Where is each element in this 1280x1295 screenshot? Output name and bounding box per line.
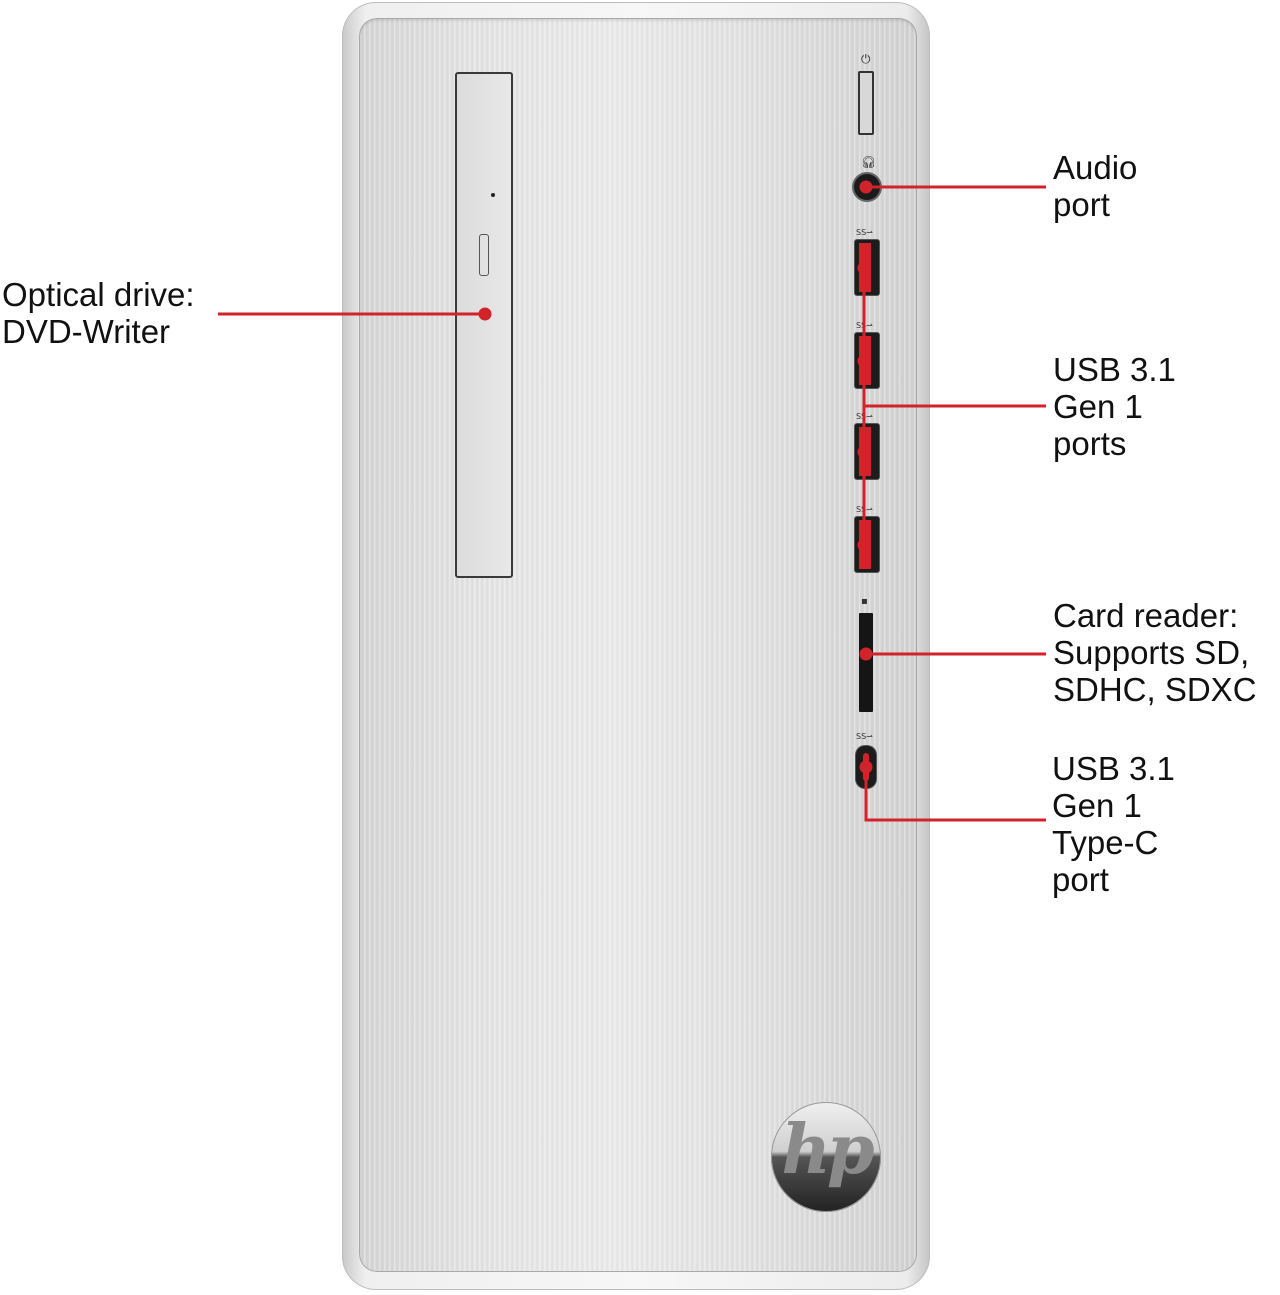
optical-drive-bay bbox=[455, 72, 513, 578]
superspeed-usb-icon: SS⇀ bbox=[856, 732, 873, 741]
usb-leader-dot-4 bbox=[857, 538, 871, 552]
usb-c-leader-dot bbox=[859, 760, 873, 774]
usb-ports-label: USB 3.1 Gen 1 ports bbox=[1053, 351, 1176, 462]
sd-card-slot bbox=[859, 613, 873, 712]
sd-card-icon: ▪ bbox=[861, 596, 868, 607]
headphone-icon: 🎧︎ bbox=[861, 155, 877, 169]
front-panel bbox=[359, 18, 917, 1272]
usb-leader-dot-2 bbox=[857, 354, 871, 368]
superspeed-usb-icon: SS⇀ bbox=[856, 228, 873, 237]
card-reader-leader-dot bbox=[859, 647, 873, 661]
drive-activity-led bbox=[491, 193, 495, 197]
hp-logo: hp bbox=[771, 1102, 881, 1212]
usb-c-port-label: USB 3.1 Gen 1 Type-C port bbox=[1052, 750, 1175, 898]
hp-logo-text: hp bbox=[781, 1110, 875, 1190]
audio-port-label: Audio port bbox=[1053, 149, 1138, 223]
usb-leader-dot-3 bbox=[857, 445, 871, 459]
eject-button bbox=[479, 234, 489, 276]
usb-leader-dot-1 bbox=[857, 261, 871, 275]
audio-leader-dot bbox=[859, 180, 873, 194]
card-reader-label: Card reader: Supports SD, SDHC, SDXC bbox=[1053, 597, 1257, 708]
power-button bbox=[858, 71, 874, 135]
optical-drive-label: Optical drive: DVD-Writer bbox=[2, 276, 195, 350]
optical-drive-leader-dot bbox=[478, 307, 492, 321]
power-icon: ⏻ bbox=[861, 52, 871, 66]
usb-c-leader bbox=[864, 767, 1046, 822]
